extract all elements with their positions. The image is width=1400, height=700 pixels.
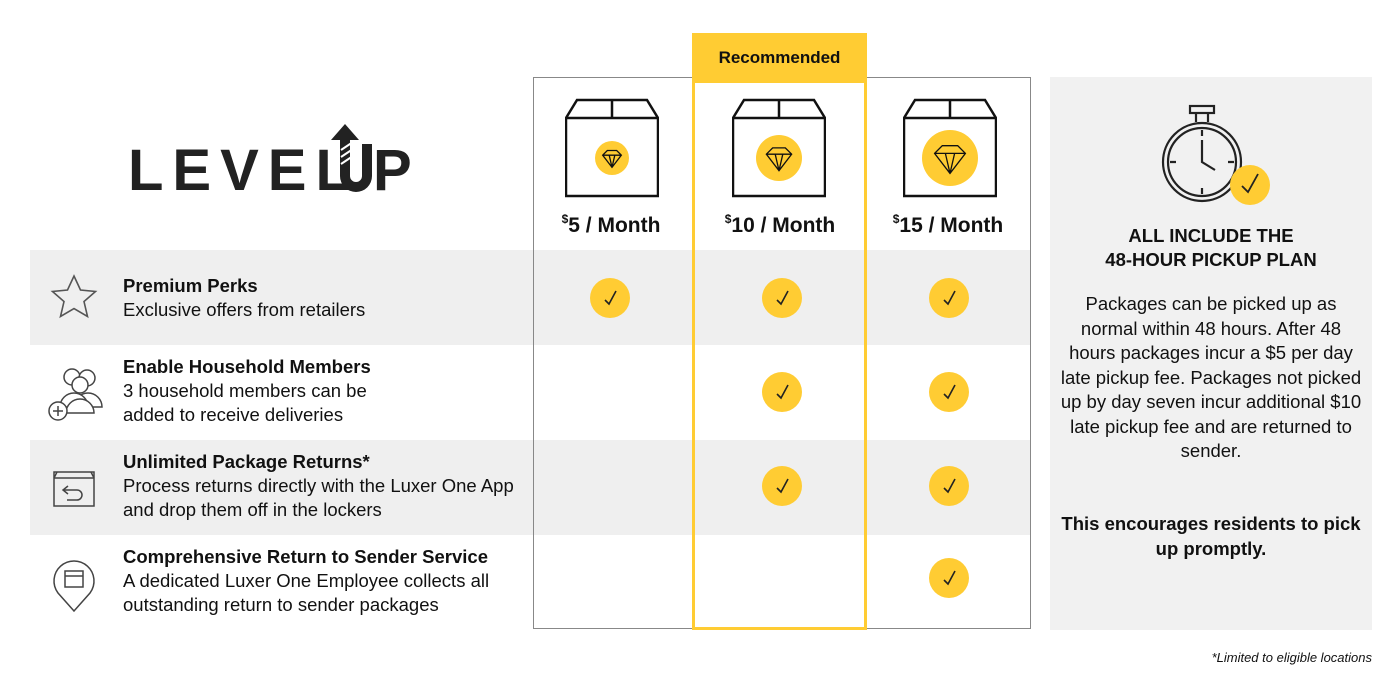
feature-row-household-members: Enable Household Members 3 household memb… — [30, 345, 1030, 440]
return-box-icon — [46, 460, 102, 516]
feature-title: Unlimited Package Returns* — [123, 451, 370, 472]
feature-title: Enable Household Members — [123, 356, 371, 377]
feature-row-package-returns: Unlimited Package Returns* Process return… — [30, 440, 1030, 535]
svg-text:LEVEL: LEVEL — [128, 138, 360, 194]
feature-title: Comprehensive Return to Sender Service — [123, 546, 488, 567]
check-icon — [762, 372, 802, 412]
stopwatch-check-icon — [1160, 102, 1270, 212]
check-icon — [590, 278, 630, 318]
price: 15 / Month — [899, 214, 1004, 237]
package-diamond-icon — [564, 98, 660, 203]
feature-desc: 3 household members can be added to rece… — [123, 380, 367, 425]
check-icon — [929, 278, 969, 318]
check-icon — [929, 372, 969, 412]
star-icon — [46, 270, 102, 326]
plan-price-10: $10 / Month — [700, 212, 860, 238]
panel-title: ALL INCLUDE THE 48-HOUR PICKUP PLAN — [1050, 224, 1372, 272]
check-icon — [929, 466, 969, 506]
pickup-plan-panel: ALL INCLUDE THE 48-HOUR PICKUP PLAN Packa… — [1050, 77, 1372, 630]
location-package-icon — [46, 555, 102, 613]
package-diamond-icon — [902, 98, 998, 203]
add-users-icon — [46, 365, 103, 421]
footnote: *Limited to eligible locations — [1211, 650, 1372, 665]
feature-title: Premium Perks — [123, 275, 258, 296]
plan-price-15: $15 / Month — [868, 212, 1028, 238]
feature-desc: Exclusive offers from retailers — [123, 299, 366, 320]
svg-text:P: P — [373, 138, 412, 194]
panel-title-line: 48-HOUR PICKUP PLAN — [1105, 249, 1317, 270]
currency: $ — [724, 212, 732, 226]
feature-desc: Process returns directly with the Luxer … — [123, 475, 514, 520]
currency: $ — [561, 212, 569, 226]
plan-price-5: $5 / Month — [531, 212, 691, 238]
currency: $ — [892, 212, 900, 226]
feature-desc: A dedicated Luxer One Employee collects … — [123, 570, 490, 615]
price: 5 / Month — [568, 214, 661, 237]
package-diamond-icon — [731, 98, 827, 203]
panel-title-line: ALL INCLUDE THE — [1128, 225, 1294, 246]
price: 10 / Month — [731, 214, 836, 237]
panel-emphasis: This encourages residents to pick up pro… — [1061, 513, 1361, 559]
panel-body: Packages can be picked up as normal with… — [1060, 293, 1362, 461]
feature-row-return-to-sender: Comprehensive Return to Sender Service A … — [30, 535, 1030, 630]
check-icon — [762, 466, 802, 506]
recommended-badge: Recommended — [692, 33, 867, 83]
levelup-logo: LEVEL P — [128, 122, 428, 203]
check-icon — [762, 278, 802, 318]
check-icon — [929, 558, 969, 598]
